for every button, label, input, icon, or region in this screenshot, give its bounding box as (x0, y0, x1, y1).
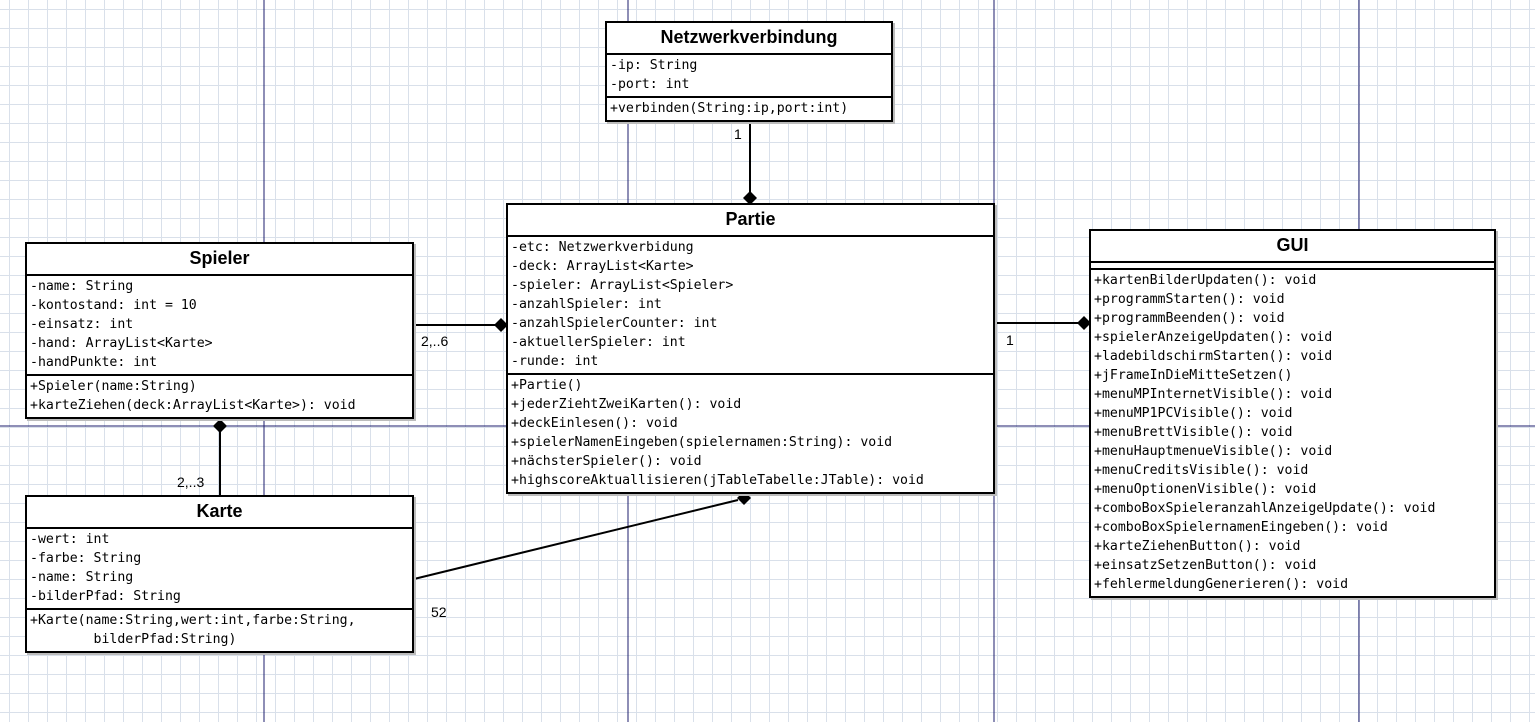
multiplicity-netzwerk-partie: 1 (734, 126, 742, 142)
method: +spielerAnzeigeUpdaten(): void (1094, 330, 1333, 345)
class-name: GUI (1091, 231, 1494, 263)
composition-diamond (1077, 316, 1091, 330)
method: +comboBoxSpielernamenEingeben(): void (1094, 520, 1388, 535)
method: +menuMP1PCVisible(): void (1094, 406, 1293, 421)
method: +nächsterSpieler(): void (511, 454, 702, 469)
composition-diamond (213, 419, 227, 433)
method: +menuHauptmenueVisible(): void (1094, 444, 1333, 459)
methods-section: +Spieler(name:String) +karteZiehen(deck:… (27, 374, 412, 417)
method: +jFrameInDieMitteSetzen() (1094, 368, 1293, 383)
methods-section: +verbinden(String:ip,port:int) (607, 96, 891, 120)
attribute: -name: String (30, 570, 134, 585)
attribute: -aktuellerSpieler: int (511, 335, 686, 350)
class-gui[interactable]: GUI +kartenBilderUpdaten(): void +progra… (1089, 229, 1496, 598)
attribute: -farbe: String (30, 551, 142, 566)
method: +programmStarten(): void (1094, 292, 1285, 307)
class-karte[interactable]: Karte -wert: int -farbe: String -name: S… (25, 495, 414, 653)
multiplicity-spieler-partie: 2,..6 (421, 333, 449, 349)
attribute: -handPunkte: int (30, 355, 158, 370)
method: +highscoreAktuallisieren(jTableTabelle:J… (511, 473, 924, 488)
method: +deckEinlesen(): void (511, 416, 678, 431)
class-spieler[interactable]: Spieler -name: String -kontostand: int =… (25, 242, 414, 419)
attribute: -anzahlSpielerCounter: int (511, 316, 718, 331)
method: +Partie() (511, 378, 583, 393)
attribute: -runde: int (511, 354, 599, 369)
attribute: -etc: Netzwerkverbidung (511, 240, 694, 255)
method: +ladebildschirmStarten(): void (1094, 349, 1333, 364)
attribute: -anzahlSpieler: int (511, 297, 662, 312)
method: +menuOptionenVisible(): void (1094, 482, 1317, 497)
method: +jederZiehtZweiKarten(): void (511, 397, 742, 412)
method: +spielerNamenEingeben(spielernamen:Strin… (511, 435, 893, 450)
method: +verbinden(String:ip,port:int) (610, 101, 849, 116)
method: bilderPfad:String) (30, 632, 237, 647)
class-name: Spieler (27, 244, 412, 276)
multiplicity-gui-partie: 1 (1006, 332, 1014, 348)
attribute: -port: int (610, 77, 690, 92)
attribute: -kontostand: int = 10 (30, 298, 197, 313)
method: +karteZiehenButton(): void (1094, 539, 1301, 554)
attribute: -name: String (30, 279, 134, 294)
composition-diamond (494, 318, 508, 332)
attributes-section: -name: String -kontostand: int = 10 -ein… (27, 276, 412, 374)
class-partie[interactable]: Partie -etc: Netzwerkverbidung -deck: Ar… (506, 203, 995, 494)
attribute: -spieler: ArrayList<Spieler> (511, 278, 734, 293)
multiplicity-spieler-karte: 2,..3 (177, 474, 205, 490)
attributes-section: -wert: int -farbe: String -name: String … (27, 529, 412, 608)
method: +einsatzSetzenButton(): void (1094, 558, 1317, 573)
method: +comboBoxSpieleranzahlAnzeigeUpdate(): v… (1094, 501, 1436, 516)
attribute: -deck: ArrayList<Karte> (511, 259, 694, 274)
method: +menuMPInternetVisible(): void (1094, 387, 1333, 402)
class-name: Netzwerkverbindung (607, 23, 891, 55)
method: +fehlermeldungGenerieren(): void (1094, 577, 1349, 592)
methods-section: +Partie() +jederZiehtZweiKarten(): void … (508, 373, 993, 492)
class-netzwerkverbindung[interactable]: Netzwerkverbindung -ip: String -port: in… (605, 21, 893, 122)
class-name: Partie (508, 205, 993, 237)
class-name: Karte (27, 497, 412, 529)
methods-section: +kartenBilderUpdaten(): void +programmSt… (1091, 268, 1494, 596)
method: +kartenBilderUpdaten(): void (1094, 273, 1317, 288)
association-karte-partie[interactable] (413, 499, 739, 580)
attribute: -hand: ArrayList<Karte> (30, 336, 213, 351)
attribute: -bilderPfad: String (30, 589, 181, 604)
method: +Karte(name:String,wert:int,farbe:String… (30, 613, 356, 628)
methods-section: +Karte(name:String,wert:int,farbe:String… (27, 608, 412, 651)
attributes-section: -ip: String -port: int (607, 55, 891, 96)
attribute: -einsatz: int (30, 317, 134, 332)
multiplicity-karte-partie: 52 (431, 604, 447, 620)
method: +karteZiehen(deck:ArrayList<Karte>): voi… (30, 398, 356, 413)
method: +Spieler(name:String) (30, 379, 197, 394)
composition-diamond (743, 191, 757, 205)
attributes-section: -etc: Netzwerkverbidung -deck: ArrayList… (508, 237, 993, 373)
method: +menuCreditsVisible(): void (1094, 463, 1309, 478)
attribute: -wert: int (30, 532, 110, 547)
attribute: -ip: String (610, 58, 698, 73)
method: +menuBrettVisible(): void (1094, 425, 1293, 440)
composition-diamond (737, 491, 751, 505)
method: +programmBeenden(): void (1094, 311, 1285, 326)
